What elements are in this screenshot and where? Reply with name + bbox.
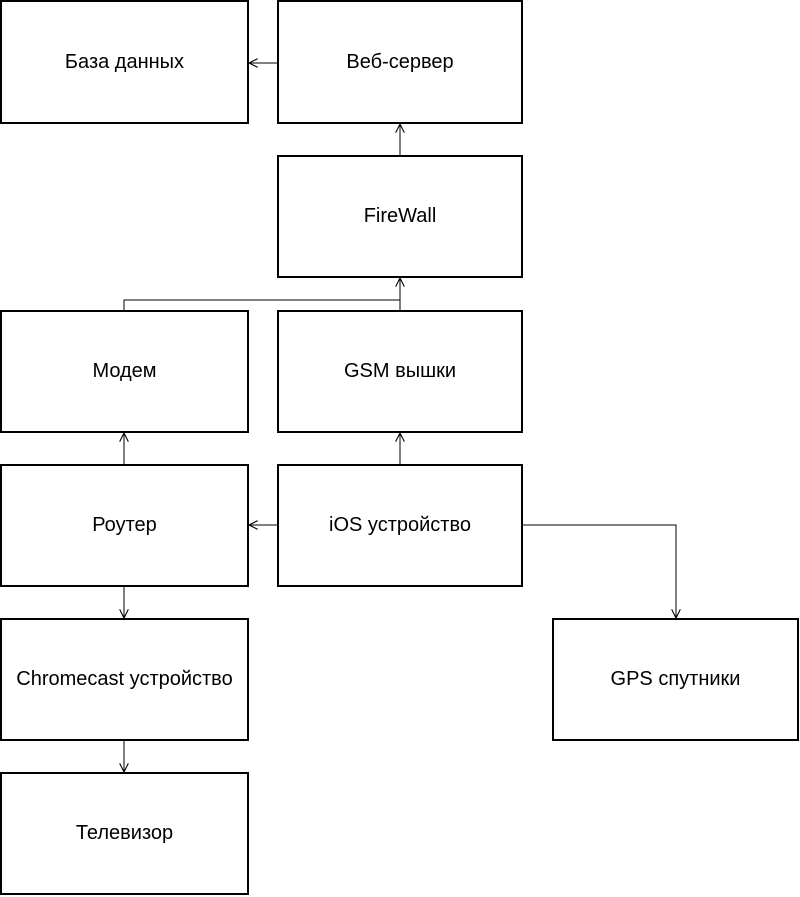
node-chromecast: Chromecast устройство: [0, 618, 249, 741]
node-gsm-towers: GSM вышки: [277, 310, 523, 433]
node-firewall-label: FireWall: [363, 205, 437, 227]
node-modem-label: Модем: [92, 360, 157, 382]
node-database: База данных: [0, 0, 249, 124]
node-tv-label: Телевизор: [75, 822, 174, 844]
node-gps-satellites-label: GPS спутники: [610, 668, 741, 690]
node-tv: Телевизор: [0, 772, 249, 895]
node-router-label: Роутер: [92, 514, 157, 536]
node-router: Роутер: [0, 464, 249, 587]
node-chromecast-label: Chromecast устройство: [16, 668, 233, 690]
node-database-label: База данных: [64, 50, 185, 73]
edge-modem-to-firewall: [123, 299, 400, 310]
edge-ios-to-gps: [523, 524, 676, 618]
node-modem: Модем: [0, 310, 249, 433]
node-web-server: Веб-сервер: [277, 0, 523, 124]
node-gps-satellites: GPS спутники: [552, 618, 799, 741]
node-ios-device: iOS устройство: [277, 464, 523, 587]
node-gsm-towers-label: GSM вышки: [343, 360, 457, 382]
node-firewall: FireWall: [277, 155, 523, 278]
node-ios-device-label: iOS устройство: [329, 514, 471, 536]
node-web-server-label: Веб-сервер: [346, 50, 454, 73]
